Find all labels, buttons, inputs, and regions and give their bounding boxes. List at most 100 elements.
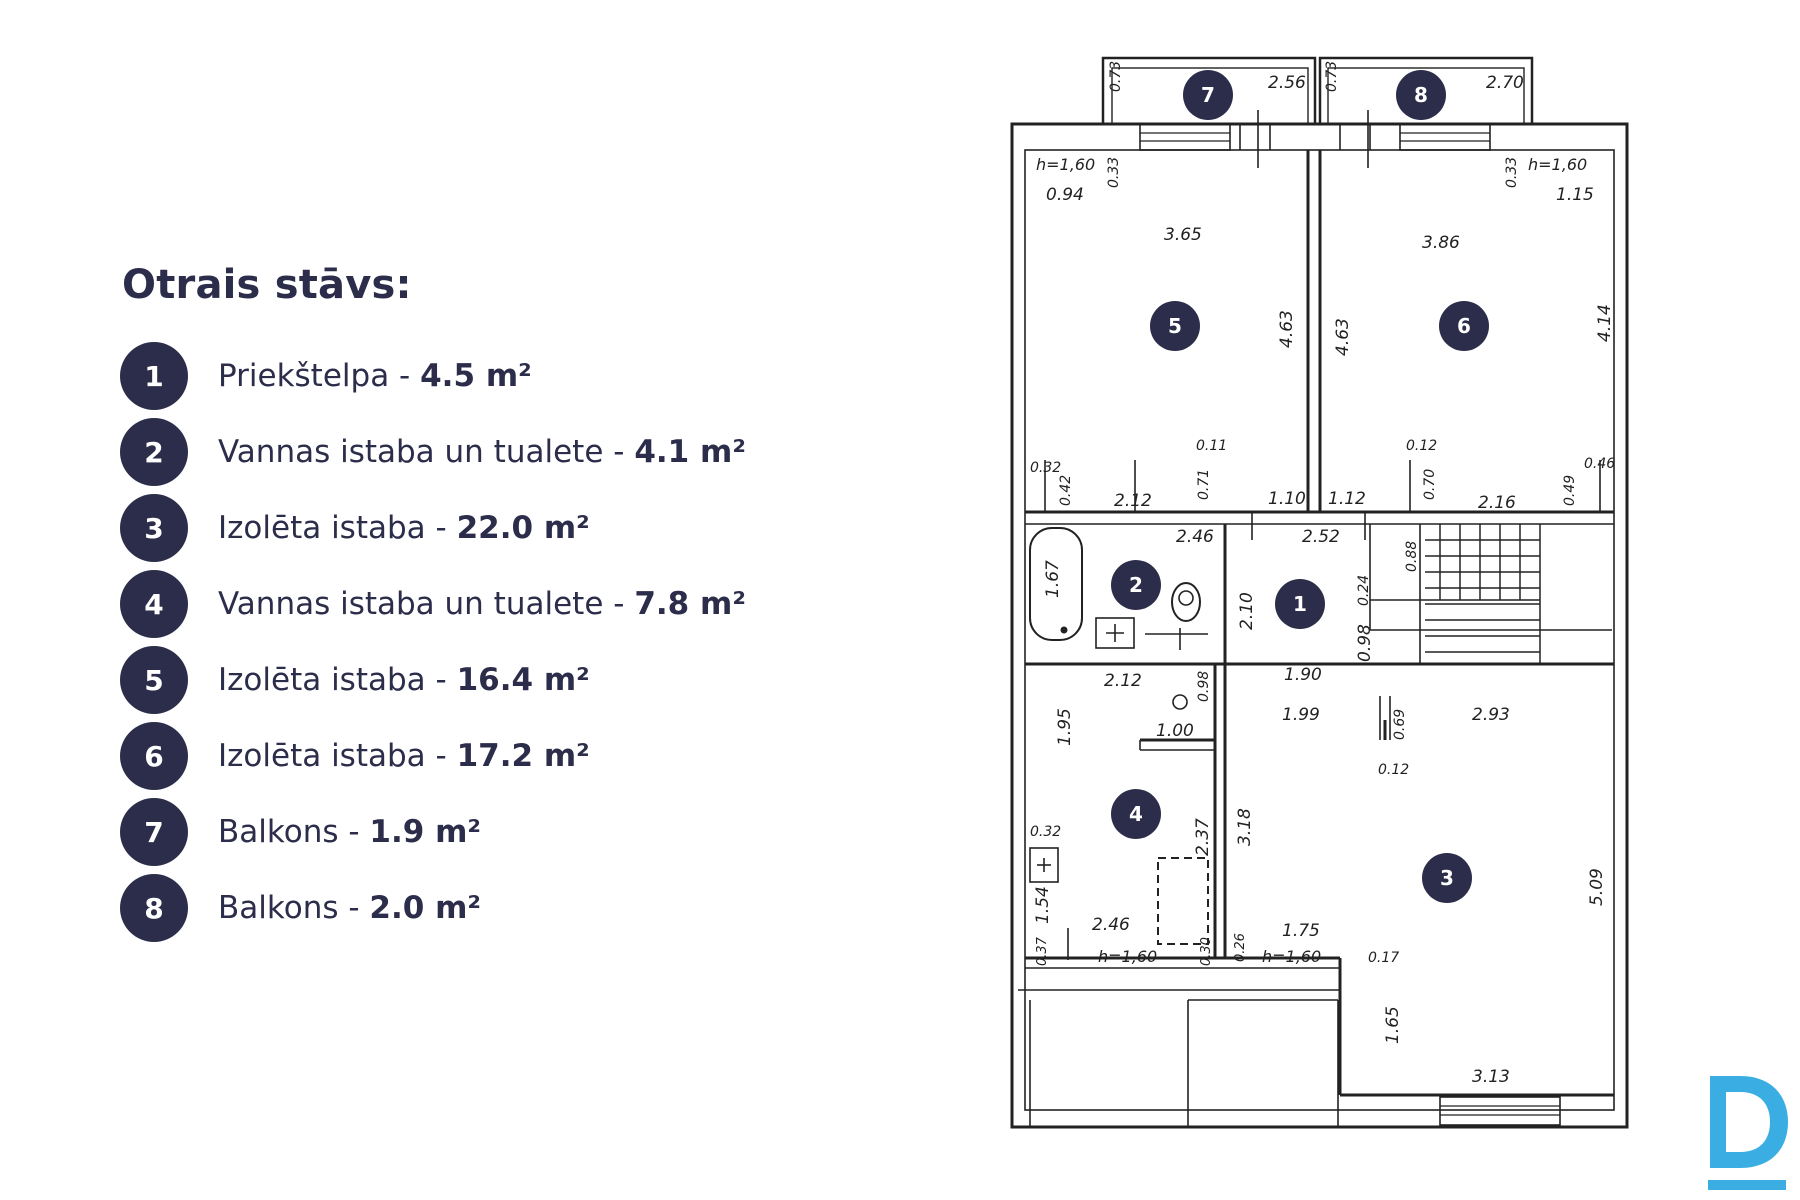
dimension-label: 2.56 <box>1268 73 1306 93</box>
room-label: Vannas istaba un tualete - 4.1 m² <box>218 434 746 470</box>
room-marker-number: 2 <box>1129 573 1143 597</box>
room-label: Balkons - 1.9 m² <box>218 814 481 850</box>
dimension-label: 0.30 <box>1199 937 1214 966</box>
dimension-label: 5.09 <box>1587 868 1607 906</box>
dimension-label: 1.90 <box>1284 665 1322 685</box>
room-marker: 4 <box>1111 789 1161 839</box>
room-name: Priekštelpa <box>218 358 390 394</box>
dimension-label: 2.70 <box>1486 73 1524 93</box>
dimension-label: 1.67 <box>1043 560 1063 598</box>
dimension-label: 0.32 <box>1030 824 1061 840</box>
room-name: Izolēta istaba <box>218 662 426 698</box>
room-label: Izolēta istaba - 22.0 m² <box>218 510 590 546</box>
room-name: Izolēta istaba <box>218 510 426 546</box>
dimension-label: 1.95 <box>1055 708 1075 746</box>
dimension-label: 3.65 <box>1164 225 1202 245</box>
balconies <box>1101 56 1561 1126</box>
dimension-label: 3.86 <box>1422 233 1460 253</box>
dimension-label: 2.37 <box>1193 818 1213 856</box>
dimension-label: 2.46 <box>1092 915 1130 935</box>
dimension-label: 0.88 <box>1404 541 1420 572</box>
list-item: 8 Balkons - 2.0 m² <box>120 870 840 946</box>
dimension-label: 0.37 <box>1035 936 1050 966</box>
dimension-labels: 0.73 2.56 0.73 2.70 h=1,60 0.33 0.94 3.6… <box>1030 61 1615 1087</box>
room-marker-number: 4 <box>1129 802 1143 826</box>
dimension-label: 2.93 <box>1472 705 1510 725</box>
dimension-label: 1.54 <box>1033 886 1053 924</box>
brand-logo <box>1708 1076 1788 1190</box>
list-item: 5 Izolēta istaba - 16.4 m² <box>120 642 840 718</box>
room-label: Balkons - 2.0 m² <box>218 890 481 926</box>
dimension-label: 0.71 <box>1196 469 1212 500</box>
room-list: 1 Priekštelpa - 4.5 m² 2 Vannas istaba u… <box>120 338 840 946</box>
dimension-label: 0.98 <box>1196 671 1212 702</box>
room-marker-number: 8 <box>1414 83 1428 107</box>
room-number-badge: 3 <box>120 494 188 562</box>
room-number-badge: 1 <box>120 342 188 410</box>
dimension-label: 0.33 <box>1106 157 1122 188</box>
separator: - <box>603 434 635 470</box>
room-area: 16.4 m² <box>456 662 590 698</box>
room-marker-number: 5 <box>1168 314 1182 338</box>
dimension-label: 2.16 <box>1478 493 1516 513</box>
dimension-label: 0.12 <box>1378 762 1409 778</box>
room-marker-number: 3 <box>1440 866 1454 890</box>
dimension-label: 0.98 <box>1355 624 1375 662</box>
dimension-label: 1.15 <box>1556 185 1594 205</box>
room-label: Vannas istaba un tualete - 7.8 m² <box>218 586 746 622</box>
separator: - <box>603 586 635 622</box>
dimension-label: 1.99 <box>1282 705 1320 725</box>
list-item: 4 Vannas istaba un tualete - 7.8 m² <box>120 566 840 642</box>
dimension-label: 0.46 <box>1584 456 1615 472</box>
dimension-label: 0.17 <box>1368 950 1399 966</box>
list-item: 3 Izolēta istaba - 22.0 m² <box>120 490 840 566</box>
room-marker: 8 <box>1396 70 1446 120</box>
floor-title: Otrais stāvs: <box>122 262 412 308</box>
list-item: 2 Vannas istaba un tualete - 4.1 m² <box>120 414 840 490</box>
room-marker-number: 1 <box>1293 592 1307 616</box>
separator: - <box>338 890 370 926</box>
bathroom-fixtures <box>1029 527 1209 960</box>
room-number-badge: 4 <box>120 570 188 638</box>
room-name: Vannas istaba un tualete <box>218 434 604 470</box>
dimension-label: 2.12 <box>1114 491 1152 511</box>
room-marker: 3 <box>1422 853 1472 903</box>
separator: - <box>338 814 370 850</box>
dimension-label: 1.10 <box>1268 489 1306 509</box>
plan-walls <box>1010 122 1629 1129</box>
dimension-label: 0.73 <box>1324 61 1340 92</box>
dimension-label: 0.69 <box>1392 709 1408 740</box>
room-area: 7.8 m² <box>634 586 746 622</box>
dimension-label: 1.75 <box>1282 921 1320 941</box>
room-area: 4.1 m² <box>634 434 746 470</box>
room-label: Izolēta istaba - 16.4 m² <box>218 662 590 698</box>
room-number-badge: 2 <box>120 418 188 486</box>
stairs <box>1370 524 1541 664</box>
room-area: 17.2 m² <box>456 738 590 774</box>
dimension-label: 1.00 <box>1156 721 1194 741</box>
separator: - <box>425 738 457 774</box>
room-name: Vannas istaba un tualete <box>218 586 604 622</box>
room-marker: 6 <box>1439 301 1489 351</box>
dimension-label: 0.73 <box>1108 61 1124 92</box>
list-item: 1 Priekštelpa - 4.5 m² <box>120 338 840 414</box>
dimension-label: 3.18 <box>1235 808 1255 846</box>
dimension-label: 0.94 <box>1046 185 1084 205</box>
dimension-label: 4.63 <box>1277 310 1297 348</box>
room-label: Izolēta istaba - 17.2 m² <box>218 738 590 774</box>
room-marker: 7 <box>1183 70 1233 120</box>
separator: - <box>425 662 457 698</box>
room-number-badge: 7 <box>120 798 188 866</box>
room-marker: 2 <box>1111 560 1161 610</box>
dimension-label: 2.46 <box>1176 527 1214 547</box>
room-markers: 7 8 5 6 2 1 4 3 <box>1111 70 1489 903</box>
room-legend: Otrais stāvs: 1 Priekštelpa - 4.5 m² 2 V… <box>120 262 840 946</box>
dimension-label: h=1,60 <box>1528 155 1587 174</box>
dimension-label: 1.65 <box>1383 1006 1403 1044</box>
room-area: 1.9 m² <box>369 814 481 850</box>
dimension-label: 4.14 <box>1595 304 1615 342</box>
room-marker: 5 <box>1150 301 1200 351</box>
dimension-label: 0.33 <box>1504 157 1520 188</box>
room-name: Izolēta istaba <box>218 738 426 774</box>
list-item: 6 Izolēta istaba - 17.2 m² <box>120 718 840 794</box>
